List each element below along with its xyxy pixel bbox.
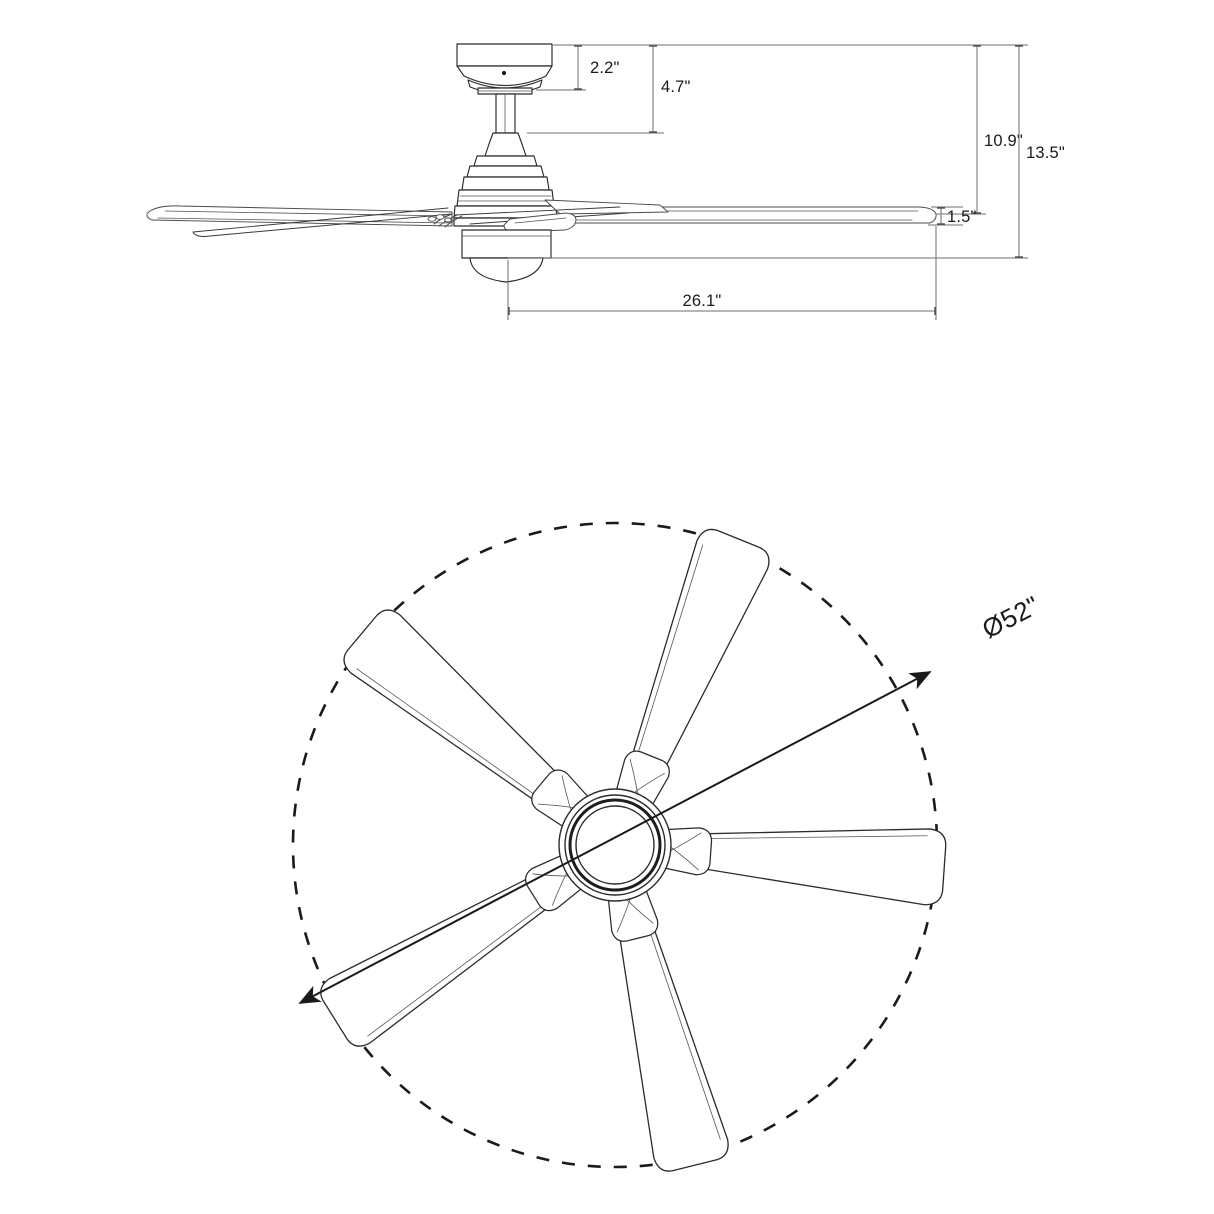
ceiling-canopy <box>456 43 553 95</box>
blade-plan-3 <box>611 874 729 1172</box>
plan-view: Ø52" <box>291 521 1045 1172</box>
dim-blade-thickness: 1.5" <box>928 206 977 226</box>
canopy-setscrew-icon <box>501 70 507 76</box>
blade-upper-right <box>544 199 669 215</box>
blade-screw-icon <box>435 214 445 220</box>
blade-screw-icon <box>444 217 452 223</box>
dim-blade-height: 10.9" <box>936 45 1023 215</box>
downrod <box>495 93 516 134</box>
dim-label-canopy-height: 2.2" <box>590 59 620 77</box>
blade-screw-icon <box>427 216 437 222</box>
fan-hub <box>558 788 672 902</box>
blade-bracket-foreground <box>503 212 577 233</box>
dim-label-sweep-diameter: Ø52" <box>977 590 1044 645</box>
blade-set-elevation <box>146 199 937 237</box>
dim-overall-height: 13.5" <box>508 44 1065 259</box>
elevation-dimensions: 2.2" 4.7" 10.9" <box>507 44 1065 320</box>
light-kit <box>461 229 552 283</box>
dim-label-downrod-drop: 4.7" <box>661 78 691 96</box>
motor-housing <box>453 132 558 227</box>
blade-left <box>146 205 453 227</box>
dim-label-blade-height: 10.9" <box>984 132 1023 150</box>
dim-label-overall-height: 13.5" <box>1026 144 1065 162</box>
dim-label-blade-span: 26.1" <box>683 292 722 310</box>
dim-blade-span: 26.1" <box>507 226 937 320</box>
dim-label-blade-thickness: 1.5" <box>947 208 977 226</box>
elevation-view: 2.2" 4.7" 10.9" <box>146 43 1065 320</box>
